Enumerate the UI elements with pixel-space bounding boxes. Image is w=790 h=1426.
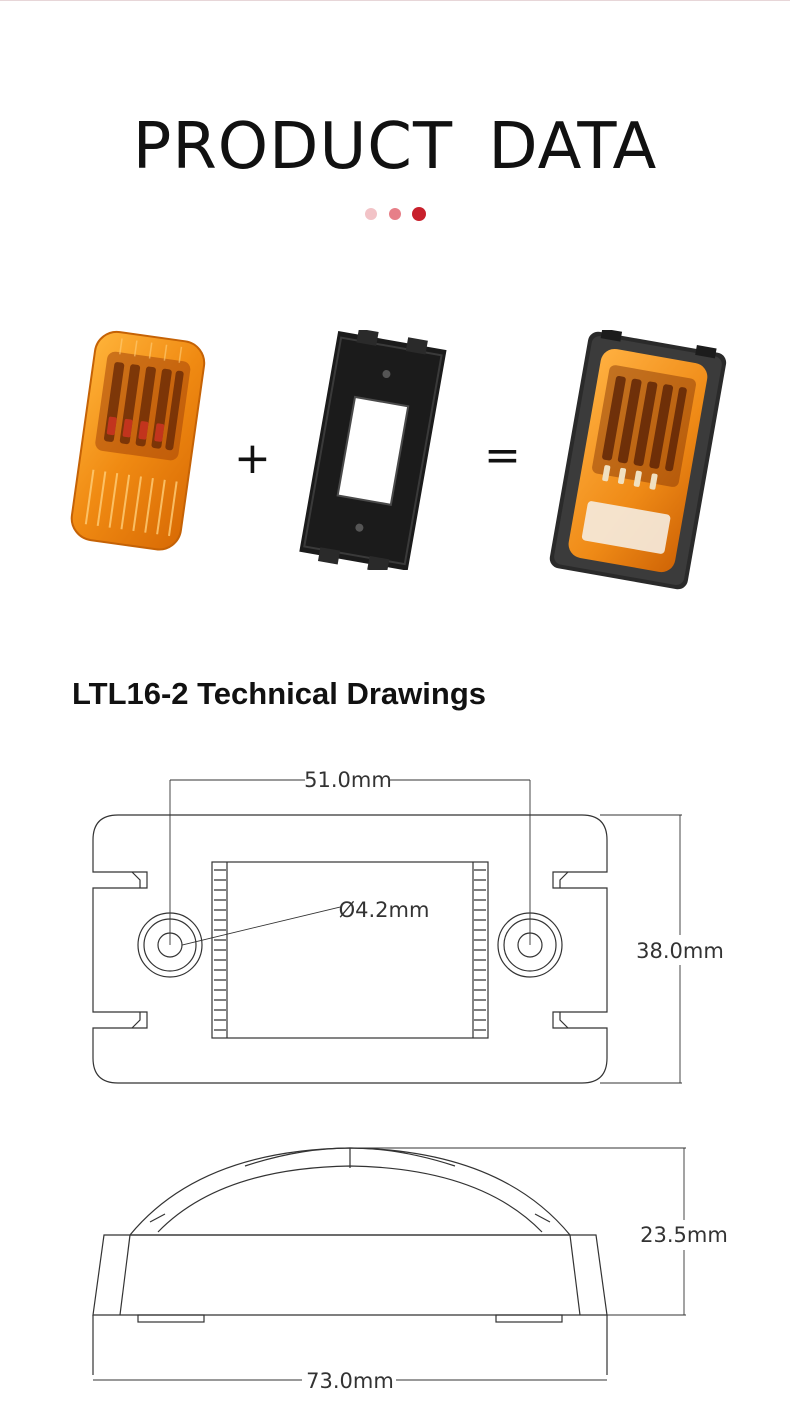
amber-lens-image: [70, 330, 206, 551]
assembled-light-image: [549, 330, 727, 590]
plus-sign: +: [234, 433, 271, 484]
dim-length: 73.0mm: [306, 1369, 394, 1393]
dot-accent: [412, 207, 426, 221]
top-view-drawing: 51.0mm Ø4.2mm 38.0mm: [92, 768, 724, 1084]
dot-medium: [389, 208, 401, 220]
dim-height: 38.0mm: [636, 939, 724, 963]
top-divider: [0, 0, 790, 1]
equals-sign: =: [484, 430, 521, 481]
side-view-drawing: 23.5mm 73.0mm: [92, 1147, 728, 1393]
decorative-dots: [365, 207, 435, 222]
dim-side-height: 23.5mm: [640, 1223, 728, 1247]
section-heading: LTL16-2 Technical Drawings: [72, 676, 487, 711]
page-title: PRODUCT DATA: [132, 110, 658, 184]
dim-width-between-holes: 51.0mm: [304, 768, 392, 792]
black-bracket-image: [299, 330, 447, 570]
dim-hole-diameter: Ø4.2mm: [339, 898, 430, 922]
dot-light: [365, 208, 377, 220]
